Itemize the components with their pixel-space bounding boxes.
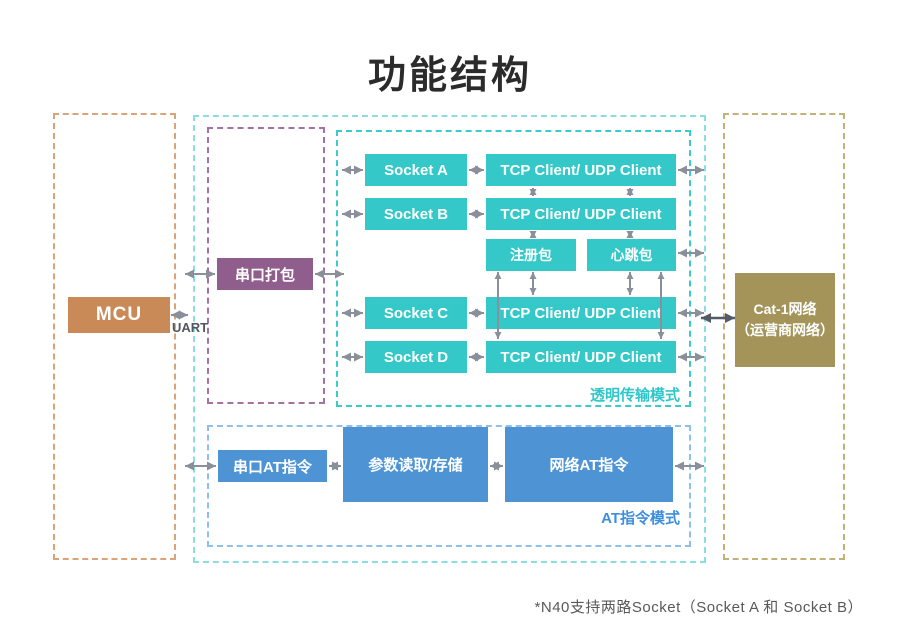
param-storage-box: 参数读取/存储 [343, 427, 488, 502]
socket-a-box: Socket A [365, 154, 467, 186]
heartbeat-packet-box: 心跳包 [587, 239, 676, 271]
module-region [193, 115, 706, 563]
tcp-udp-client-box-4: TCP Client/ UDP Client [486, 341, 676, 373]
page-title: 功能结构 [367, 55, 532, 97]
at-mode-label: AT指令模式 [601, 510, 680, 527]
register-packet-box: 注册包 [486, 239, 576, 271]
tcp-udp-client-box-3: TCP Client/ UDP Client [486, 297, 676, 329]
socket-b-box: Socket B [365, 198, 467, 230]
serial-pack-box: 串口打包 [217, 258, 313, 290]
cat1-network-region [723, 113, 845, 560]
transparent-mode-region [336, 130, 691, 407]
network-at-box: 网络AT指令 [505, 427, 673, 502]
cat1-network-box: Cat-1网络 （运营商网络） [735, 273, 835, 367]
serial-pack-region [207, 127, 325, 404]
mcu-box: MCU [68, 297, 170, 333]
cat1-network-line2: （运营商网络） [736, 322, 834, 338]
socket-c-box: Socket C [365, 297, 467, 329]
cat1-network-line1: Cat-1网络 [753, 301, 817, 317]
uart-label: UART [172, 320, 209, 335]
tcp-udp-client-box-1: TCP Client/ UDP Client [486, 154, 676, 186]
mcu-region [53, 113, 176, 560]
tcp-udp-client-box-2: TCP Client/ UDP Client [486, 198, 676, 230]
socket-d-box: Socket D [365, 341, 467, 373]
transparent-mode-label: 透明传输模式 [589, 387, 680, 404]
at-mode-region [207, 425, 691, 547]
serial-at-box: 串口AT指令 [218, 450, 327, 482]
footnote: *N40支持两路Socket（Socket A 和 Socket B） [534, 599, 863, 616]
